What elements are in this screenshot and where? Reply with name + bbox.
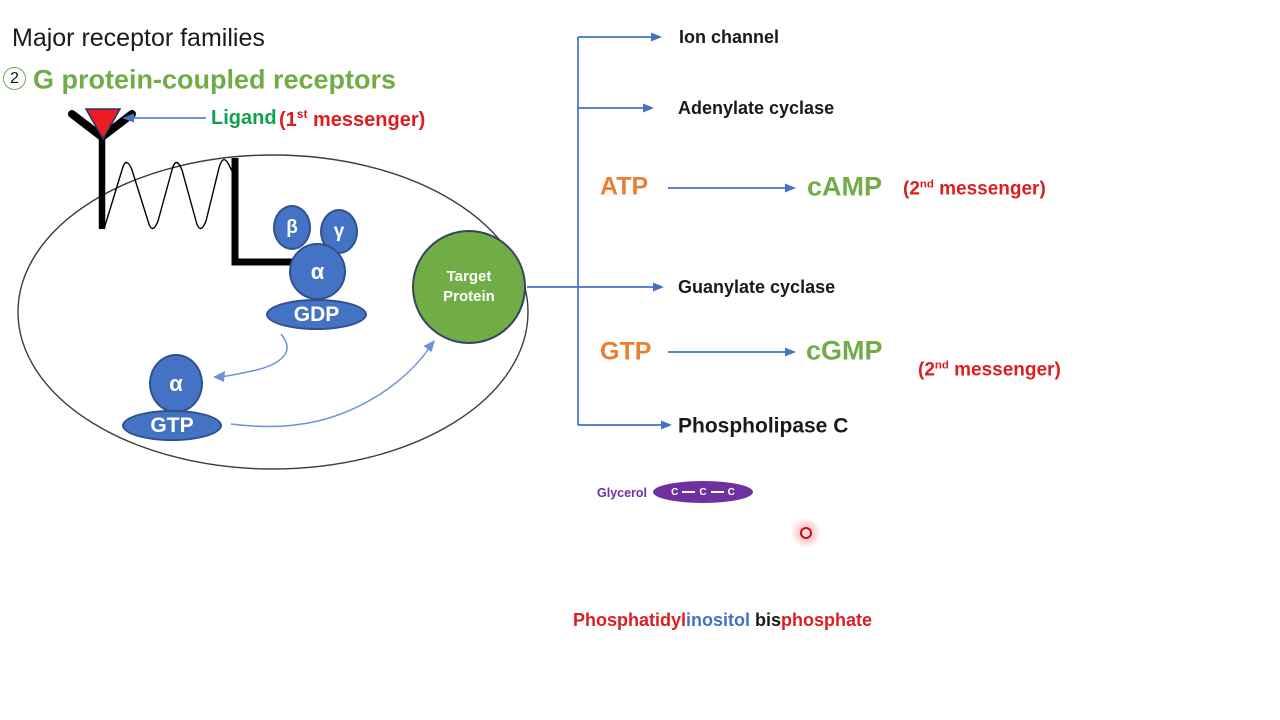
effector-phospholipase-c: Phospholipase C bbox=[678, 416, 848, 437]
ion-channel-text: Ion channel bbox=[679, 27, 780, 47]
beta-subunit: β bbox=[273, 205, 311, 250]
beta-label: β bbox=[286, 216, 298, 238]
gtp-to-target-arrow bbox=[230, 340, 435, 428]
ligand-arrow bbox=[122, 113, 206, 123]
page-title: Major receptor families bbox=[12, 26, 265, 51]
gtp-cgmp-arrow bbox=[668, 347, 796, 357]
effector-ion-channel: Ion channel bbox=[679, 28, 779, 46]
atp-camp-arrow bbox=[668, 183, 796, 193]
gdp-ellipse: GDP bbox=[266, 299, 367, 330]
glycerol-label: Glycerol bbox=[597, 487, 647, 500]
glycerol-backbone-ellipse: C C C bbox=[653, 481, 753, 503]
alpha-gtp-label: α bbox=[169, 370, 183, 396]
adenylate-cyclase-text: Adenylate cyclase bbox=[678, 98, 835, 118]
carbon-2: C bbox=[699, 486, 707, 498]
substrate-atp: ATP bbox=[600, 172, 649, 201]
alpha-subunit-gtp: α bbox=[149, 354, 203, 413]
substrate-gtp: GTP bbox=[600, 337, 652, 366]
camp-msg-post: messenger) bbox=[933, 178, 1046, 200]
first-messenger-sup: st bbox=[296, 107, 308, 122]
gamma-label: γ bbox=[333, 220, 345, 242]
effector-guanylate-cyclase: Guanylate cyclase bbox=[678, 278, 835, 296]
pip2-part-inositol: inositol bbox=[686, 610, 751, 630]
first-messenger-pre: (1 bbox=[279, 108, 297, 131]
effector-branch-tree bbox=[527, 32, 672, 430]
section-title: G protein-coupled receptors bbox=[33, 64, 397, 95]
laser-pointer-dot bbox=[791, 518, 821, 548]
second-messenger-label-camp: (2nd messenger) bbox=[903, 178, 1046, 200]
alpha-gdp-label: α bbox=[310, 258, 325, 284]
receptor-7tm-loops bbox=[103, 159, 235, 230]
cell-membrane bbox=[17, 154, 529, 470]
camp-text: cAMP bbox=[807, 171, 883, 202]
cgmp-msg-pre: (2 bbox=[918, 359, 935, 381]
ligand-triangle-icon bbox=[84, 108, 122, 141]
carbon-bond-icon bbox=[682, 491, 696, 493]
target-protein-line2: Protein bbox=[443, 288, 495, 305]
cgmp-text: cGMP bbox=[806, 335, 883, 366]
glycerol-label-text: Glycerol bbox=[597, 485, 648, 500]
gdp-release-arrow bbox=[213, 333, 288, 382]
cgmp-msg-sup: nd bbox=[934, 359, 949, 372]
camp-msg-sup: nd bbox=[919, 178, 934, 191]
gtp-substrate-text: GTP bbox=[600, 337, 652, 366]
guanylate-cyclase-text: Guanylate cyclase bbox=[678, 277, 836, 297]
cgmp-msg-post: messenger) bbox=[948, 359, 1061, 381]
alpha-subunit-gdp: α bbox=[289, 243, 346, 300]
carbon-1: C bbox=[671, 486, 679, 498]
target-protein-line1: Target bbox=[446, 267, 492, 285]
second-messenger-label-cgmp: (2nd messenger) bbox=[918, 359, 1061, 381]
pip2-part-phosphatidyl: Phosphatidyl bbox=[573, 610, 687, 630]
target-protein-circle: Target Protein bbox=[412, 230, 526, 344]
phospholipase-c-text: Phospholipase C bbox=[678, 414, 849, 438]
first-messenger-label: (1st messenger) bbox=[279, 108, 425, 130]
pip2-part-phosphate: phosphate bbox=[781, 610, 873, 630]
product-camp: cAMP bbox=[807, 171, 883, 202]
camp-msg-pre: (2 bbox=[903, 178, 920, 200]
atp-text: ATP bbox=[600, 172, 649, 201]
gdp-label: GDP bbox=[293, 302, 340, 326]
ligand-label-text: Ligand bbox=[211, 107, 277, 129]
gtp-label: GTP bbox=[150, 413, 194, 437]
carbon-bond-icon bbox=[710, 491, 724, 493]
first-messenger-post: messenger) bbox=[307, 108, 426, 131]
product-cgmp: cGMP bbox=[806, 335, 883, 366]
pip2-part-bis: bis bbox=[750, 610, 782, 630]
section-number-badge: 2 bbox=[3, 67, 26, 90]
pip2-label: Phosphatidylinositol bisphosphate bbox=[573, 611, 872, 629]
receptor-gprotein-link bbox=[231, 158, 293, 266]
ligand-label: Ligand bbox=[211, 108, 277, 128]
section-number: 2 bbox=[10, 69, 19, 87]
laser-pointer-core bbox=[800, 527, 812, 539]
carbon-3: C bbox=[727, 486, 735, 498]
effector-adenylate-cyclase: Adenylate cyclase bbox=[678, 99, 834, 117]
gtp-ellipse: GTP bbox=[122, 410, 222, 441]
section-title-text: G protein-coupled receptors bbox=[33, 64, 397, 95]
page-title-text: Major receptor families bbox=[12, 24, 265, 52]
